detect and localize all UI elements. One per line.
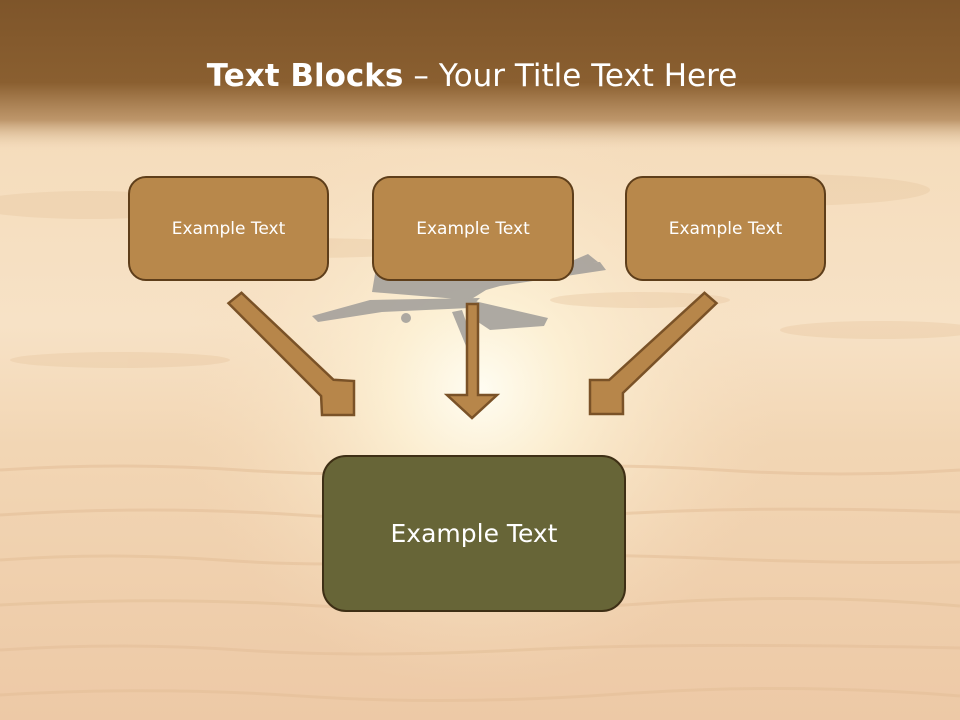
text-block-center-label: Example Text xyxy=(416,218,530,239)
title-rest: Your Title Text Here xyxy=(438,58,738,94)
text-block-left[interactable]: Example Text xyxy=(128,176,329,281)
slide-title: Text Blocks–Your Title Text Here xyxy=(0,52,944,100)
title-separator: – xyxy=(413,58,429,94)
title-bold-part: Text Blocks xyxy=(206,58,404,94)
arrow-right-down xyxy=(588,291,719,416)
text-block-left-label: Example Text xyxy=(171,218,286,239)
text-block-right[interactable]: Example Text xyxy=(625,176,826,281)
header-band xyxy=(0,0,960,150)
arrow-center-down xyxy=(443,302,501,420)
arrow-left-down xyxy=(226,291,356,417)
target-text-block-label: Example Text xyxy=(390,519,558,548)
text-block-right-label: Example Text xyxy=(668,218,783,239)
text-block-center[interactable]: Example Text xyxy=(372,176,574,281)
target-text-block[interactable]: Example Text xyxy=(322,455,626,612)
